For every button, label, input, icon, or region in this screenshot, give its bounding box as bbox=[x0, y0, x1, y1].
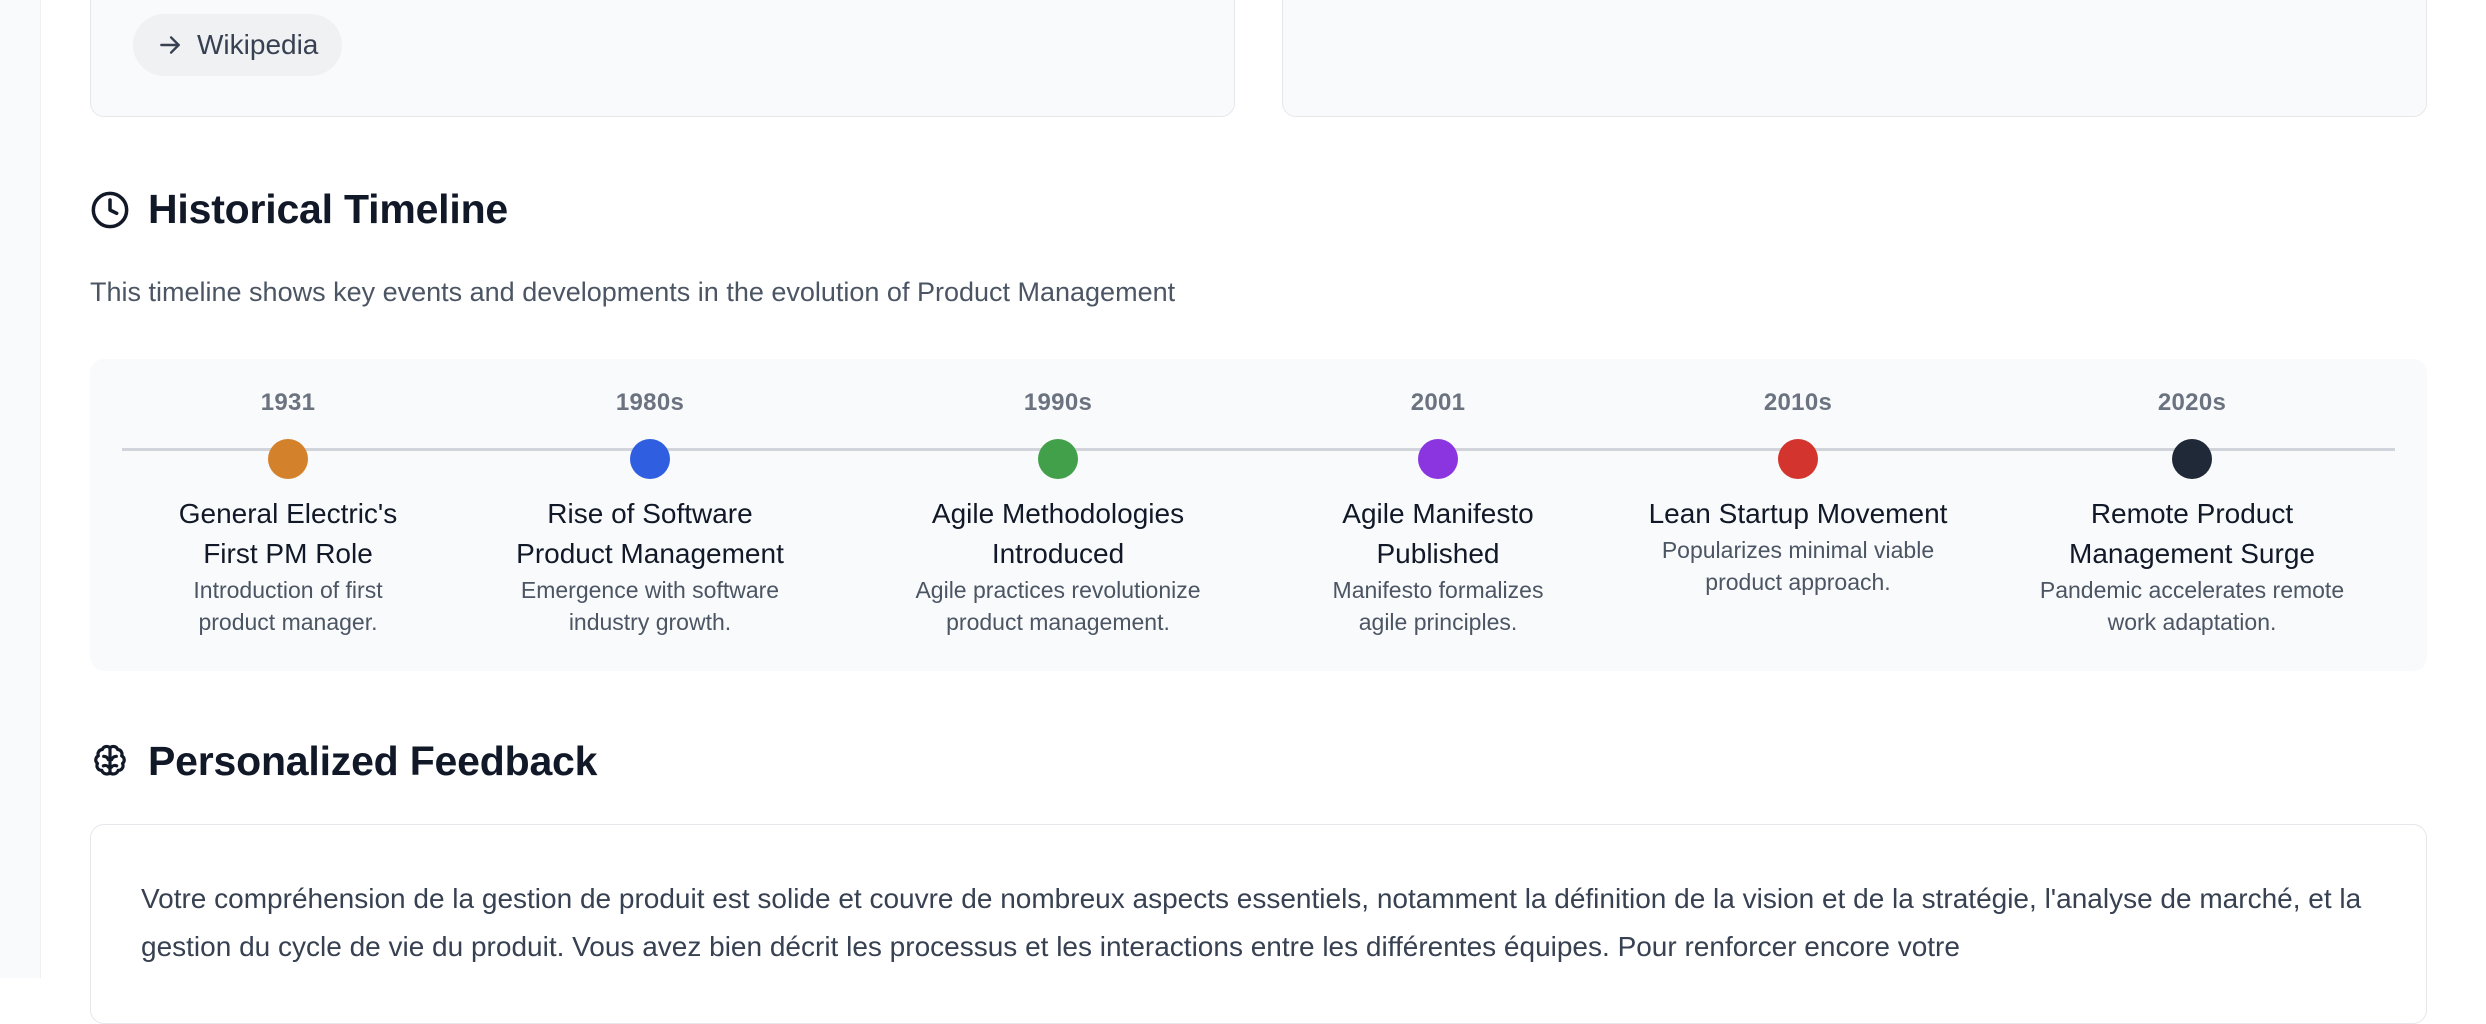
source-card-left: Wikipedia bbox=[90, 0, 1235, 117]
event-title-line: Product Management bbox=[516, 538, 784, 569]
event-title-line: General Electric's bbox=[178, 498, 398, 529]
event-marker-dot[interactable] bbox=[1778, 439, 1818, 479]
event-description-line: product approach. bbox=[1705, 569, 1891, 595]
feedback-section-header: Personalized Feedback bbox=[90, 741, 597, 782]
wikipedia-link-button[interactable]: Wikipedia bbox=[133, 14, 343, 76]
timeline-title: Historical Timeline bbox=[148, 186, 509, 232]
event-year: 2020s bbox=[2157, 389, 2227, 416]
event-title-line: Introduced bbox=[991, 538, 1125, 569]
event-description-line: product manager. bbox=[198, 609, 378, 635]
feedback-card: Votre compréhension de la gestion de pro… bbox=[90, 824, 2427, 1024]
event-title: Agile Methodologies Introduced Agile pra… bbox=[888, 494, 1228, 638]
event-year: 2010s bbox=[1763, 389, 1833, 416]
event-description-line: Pandemic accelerates remote bbox=[2039, 577, 2345, 603]
event-title-line: Management Surge bbox=[2069, 538, 2315, 569]
event-marker-dot[interactable] bbox=[268, 439, 308, 479]
event-title: Lean Startup Movement Popularizes minima… bbox=[1628, 494, 1968, 598]
page-side-strip bbox=[0, 0, 41, 978]
wikipedia-link-label: Wikipedia bbox=[197, 29, 319, 60]
event-title: General Electric's First PM Role Introdu… bbox=[118, 494, 458, 638]
event-title-line: First PM Role bbox=[203, 538, 373, 569]
event-year: 1990s bbox=[1023, 389, 1093, 416]
event-description-line: product management. bbox=[946, 609, 1170, 635]
event-description-line: Manifesto formalizes bbox=[1332, 577, 1544, 603]
event-description-line: Emergence with software bbox=[520, 577, 780, 603]
event-description-line: Introduction of first bbox=[193, 577, 383, 603]
feedback-title: Personalized Feedback bbox=[148, 738, 598, 784]
clock-icon bbox=[91, 191, 129, 228]
feedback-text: Votre compréhension de la gestion de pro… bbox=[141, 883, 2362, 962]
event-year: 1980s bbox=[615, 389, 685, 416]
timeline-axis-line bbox=[122, 448, 2395, 451]
event-title-line: Rise of Software bbox=[547, 498, 753, 529]
event-title-line: Remote Product bbox=[2090, 498, 2294, 529]
event-title: Agile Manifesto Published Manifesto form… bbox=[1268, 494, 1608, 638]
event-description-line: industry growth. bbox=[568, 609, 732, 635]
event-description-line: agile principles. bbox=[1358, 609, 1518, 635]
arrow-right-icon bbox=[160, 36, 180, 54]
source-card-right bbox=[1282, 0, 2427, 117]
event-description-line: work adaptation. bbox=[2107, 609, 2277, 635]
event-title-line: Published bbox=[1376, 538, 1500, 569]
timeline-panel: 1931 General Electric's First PM Role In… bbox=[90, 359, 2427, 671]
event-title: Remote Product Management Surge Pandemic… bbox=[2022, 494, 2362, 638]
event-marker-dot[interactable] bbox=[1418, 439, 1458, 479]
event-description-line: Agile practices revolutionize bbox=[915, 577, 1201, 603]
timeline-description: This timeline shows key events and devel… bbox=[90, 277, 1176, 307]
event-year: 1931 bbox=[260, 389, 316, 416]
event-marker-dot[interactable] bbox=[2172, 439, 2212, 479]
event-marker-dot[interactable] bbox=[630, 439, 670, 479]
event-description-line: Popularizes minimal viable bbox=[1661, 537, 1935, 563]
event-title-line: Lean Startup Movement bbox=[1648, 498, 1948, 529]
event-year: 2001 bbox=[1410, 389, 1466, 416]
brain-icon bbox=[94, 744, 126, 776]
timeline-section-header: Historical Timeline bbox=[90, 189, 508, 230]
event-title-line: Agile Methodologies bbox=[931, 498, 1185, 529]
event-title-line: Agile Manifesto bbox=[1342, 498, 1534, 529]
event-marker-dot[interactable] bbox=[1038, 439, 1078, 479]
event-title: Rise of Software Product Management Emer… bbox=[480, 494, 820, 638]
